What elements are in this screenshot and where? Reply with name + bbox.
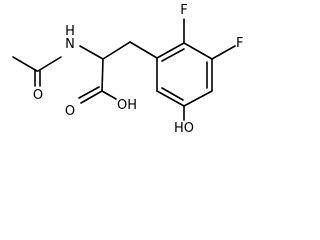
bond-nitrogen-alpha-carbon [79, 45, 104, 60]
bond-carboxyl-oxygen-b [78, 86, 100, 99]
bond-carboxyl-oxygen-a [80, 90, 103, 104]
ring-bond-1-inner [161, 48, 185, 62]
atom-label-acid-hydroxyl: OH [117, 98, 137, 113]
atom-label-nitrogen-hydrogen: H [65, 24, 75, 39]
atom-label-fluorine-lower: F [236, 36, 243, 51]
skeletal-formula-diagram: N H O O OH F F HO [12, 3, 243, 136]
bond-alpha-carboxyl [101, 58, 104, 92]
atom-label-phenol-hydroxyl: HO [174, 121, 194, 136]
ring-bond-4 [183, 90, 213, 107]
atom-label-nitrogen: N [65, 37, 75, 52]
atom-label-fluorine-upper: F [180, 3, 187, 18]
bond-ring-fluorine-lower [211, 45, 236, 60]
bond-carboxyl-hydroxyl [101, 90, 117, 100]
bond-alpha-methylene [102, 41, 131, 60]
bond-methyl-carbonyl [12, 56, 38, 72]
bond-carbonyl-nitrogen [37, 56, 62, 72]
ring-bond-5 [156, 90, 185, 107]
ring-bond-5-inner [161, 87, 184, 101]
ring-bond-2 [183, 42, 213, 60]
ring-bond-1 [156, 42, 185, 59]
bond-methylene-ring [129, 41, 158, 59]
atom-label-acetyl-oxygen: O [33, 88, 43, 103]
atom-label-acid-oxygen: O [65, 104, 75, 119]
